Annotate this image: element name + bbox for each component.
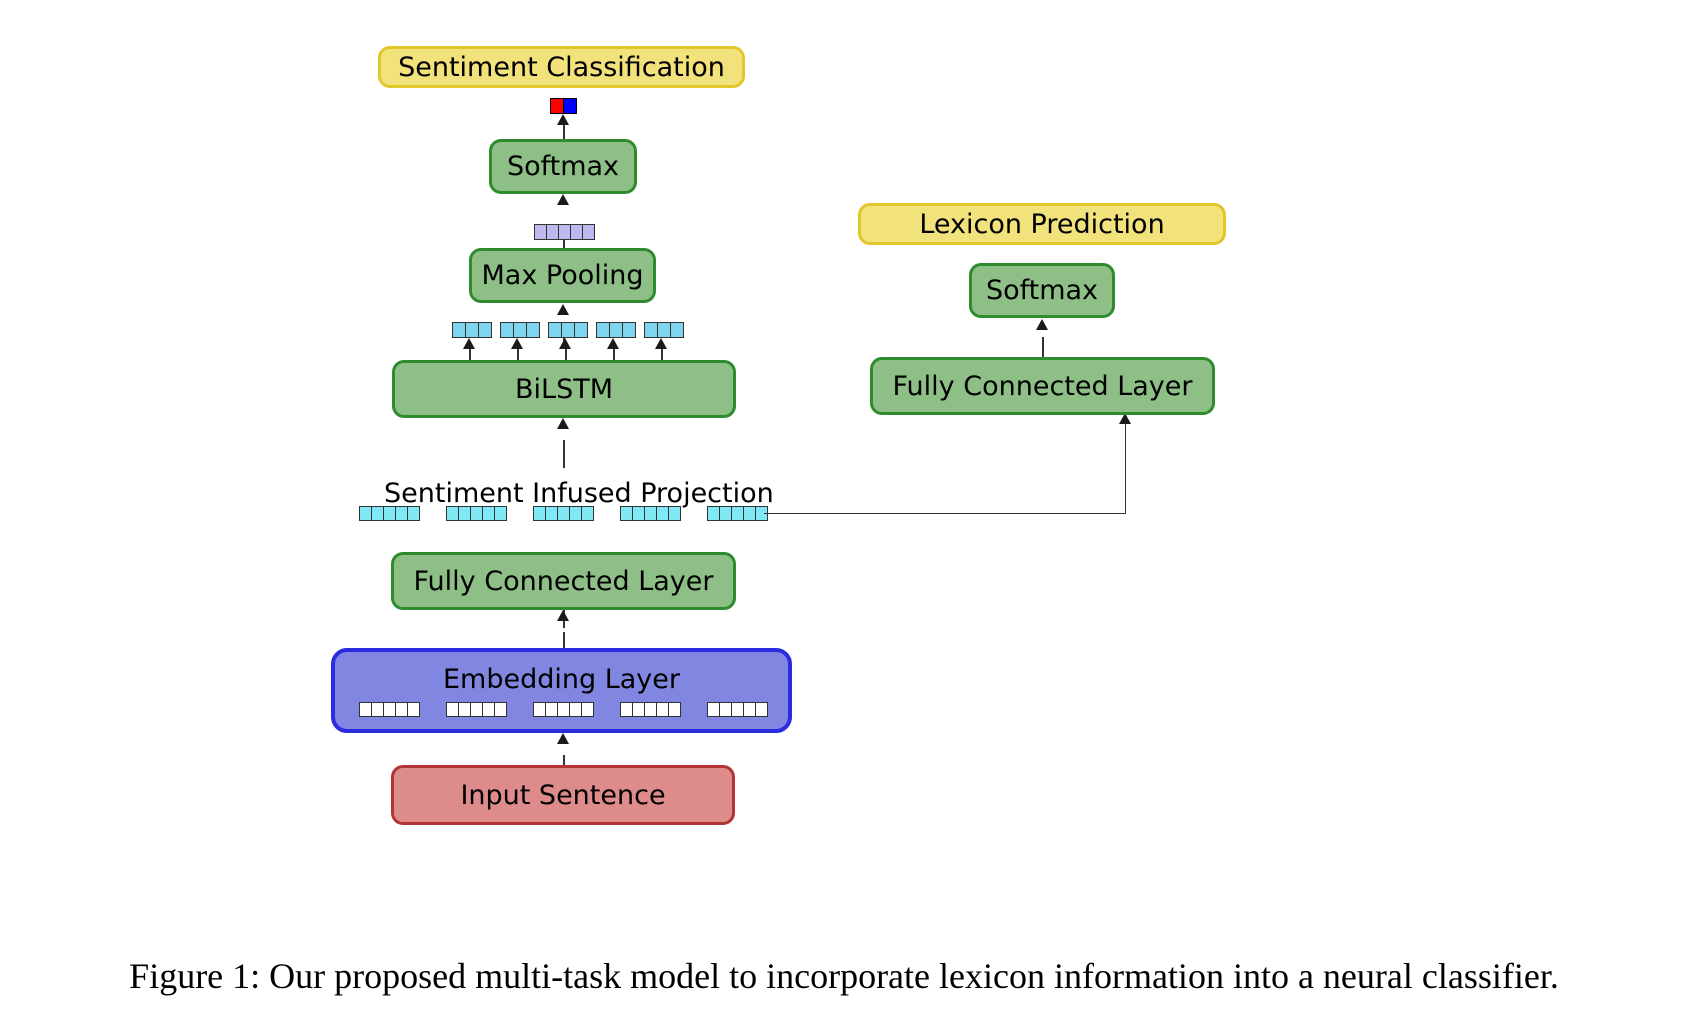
edge-embedding-to-fc-left (563, 632, 565, 659)
arrowhead-softmax-to-output (557, 114, 569, 125)
arrowhead-embedding-to-fc-left (557, 610, 569, 621)
bilstm-hidden-state (500, 322, 540, 338)
fully-connected-left-label: Fully Connected Layer (413, 565, 714, 597)
edge-bilstm-to-state (517, 346, 519, 362)
vector-cell (452, 322, 466, 338)
edge-projection-to-right-fc-vertical (1125, 424, 1126, 514)
edge-projection-to-bilstm (563, 440, 565, 468)
vector-cell (465, 322, 479, 338)
vector-cell (500, 322, 514, 338)
positive-class-square (563, 98, 577, 114)
sentiment-classification-label: Sentiment Classification (398, 51, 725, 83)
arrowhead-projection-to-bilstm (557, 418, 569, 429)
sentiment-infused-token-vector (533, 506, 594, 521)
bilstm-hidden-state (596, 322, 636, 338)
word-embedding-vector (620, 702, 681, 717)
softmax-left-box: Softmax (489, 139, 637, 194)
vector-cell (657, 322, 671, 338)
edge-bilstm-to-state (469, 346, 471, 362)
vector-cell (581, 702, 594, 717)
vector-cell (574, 322, 588, 338)
class-probability-squares (550, 98, 577, 114)
sentiment-classification-box: Sentiment Classification (378, 46, 745, 88)
vector-cell (670, 322, 684, 338)
word-embedding-vector (533, 702, 594, 717)
softmax-right-box: Softmax (969, 263, 1115, 318)
negative-class-square (550, 98, 564, 114)
arrowhead-bilstm-out-to-maxpool (557, 304, 569, 315)
word-embedding-vector (707, 702, 768, 717)
arrowhead-projection-to-right-fc (1119, 413, 1131, 424)
fully-connected-left-box: Fully Connected Layer (391, 552, 736, 610)
vector-cell (478, 322, 492, 338)
edge-softmax-to-output (563, 118, 565, 142)
vector-cell (596, 322, 610, 338)
arrowhead-bilstm-to-state (511, 338, 523, 349)
vector-cell (561, 322, 575, 338)
bilstm-box: BiLSTM (392, 360, 736, 418)
arrowhead-input-to-embedding (557, 733, 569, 744)
edge-fc-right-to-softmax-right (1042, 337, 1044, 359)
softmax-left-label: Softmax (506, 151, 620, 182)
edge-bilstm-to-state (661, 346, 663, 362)
bilstm-hidden-state (644, 322, 684, 338)
edge-bilstm-to-state (613, 346, 615, 362)
vector-cell (622, 322, 636, 338)
lexicon-prediction-label: Lexicon Prediction (919, 208, 1165, 240)
pooled-feature-vector (534, 224, 595, 240)
fully-connected-right-label: Fully Connected Layer (892, 370, 1193, 402)
sentiment-infused-token-vector (359, 506, 420, 521)
vector-cell (494, 702, 507, 717)
max-pooling-label: Max Pooling (481, 260, 644, 291)
embedding-layer-label: Embedding Layer (442, 664, 680, 695)
sentiment-infused-projection-label: Sentiment Infused Projection (384, 478, 774, 509)
sentiment-infused-token-vector (620, 506, 681, 521)
edge-maxpool-to-pooled (563, 240, 565, 250)
vector-cell (526, 322, 540, 338)
max-pooling-box: Max Pooling (469, 248, 656, 303)
sentiment-infused-token-vector (707, 506, 768, 521)
vector-cell (609, 322, 623, 338)
edge-projection-to-right-fc-horizontal (764, 513, 1126, 514)
arrowhead-fc-right-to-softmax-right (1036, 319, 1048, 330)
arrowhead-pooled-to-softmax (557, 194, 569, 205)
vector-cell (494, 506, 507, 521)
vector-cell (755, 702, 768, 717)
bilstm-label: BiLSTM (515, 373, 613, 405)
vector-cell (582, 224, 595, 240)
arrowhead-bilstm-to-state (463, 338, 475, 349)
vector-cell (407, 506, 420, 521)
word-embedding-vector (446, 702, 507, 717)
fully-connected-right-box: Fully Connected Layer (870, 357, 1215, 415)
bilstm-hidden-state (548, 322, 588, 338)
vector-cell (513, 322, 527, 338)
input-sentence-label: Input Sentence (460, 779, 666, 811)
arrowhead-bilstm-to-state (559, 338, 571, 349)
figure-caption: Figure 1: Our proposed multi-task model … (129, 956, 1559, 996)
vector-cell (668, 702, 681, 717)
vector-cell (581, 506, 594, 521)
embedding-layer-box: Embedding Layer (331, 648, 792, 733)
arrowhead-bilstm-to-state (655, 338, 667, 349)
sentiment-infused-token-vector (446, 506, 507, 521)
vector-cell (407, 702, 420, 717)
vector-cell (644, 322, 658, 338)
softmax-right-label: Softmax (985, 275, 1099, 306)
input-sentence-box: Input Sentence (391, 765, 735, 825)
word-embedding-vector (359, 702, 420, 717)
bilstm-hidden-state (452, 322, 492, 338)
vector-cell (668, 506, 681, 521)
vector-cell (548, 322, 562, 338)
edge-bilstm-to-state (565, 346, 567, 362)
lexicon-prediction-box: Lexicon Prediction (858, 203, 1226, 245)
arrowhead-bilstm-to-state (607, 338, 619, 349)
